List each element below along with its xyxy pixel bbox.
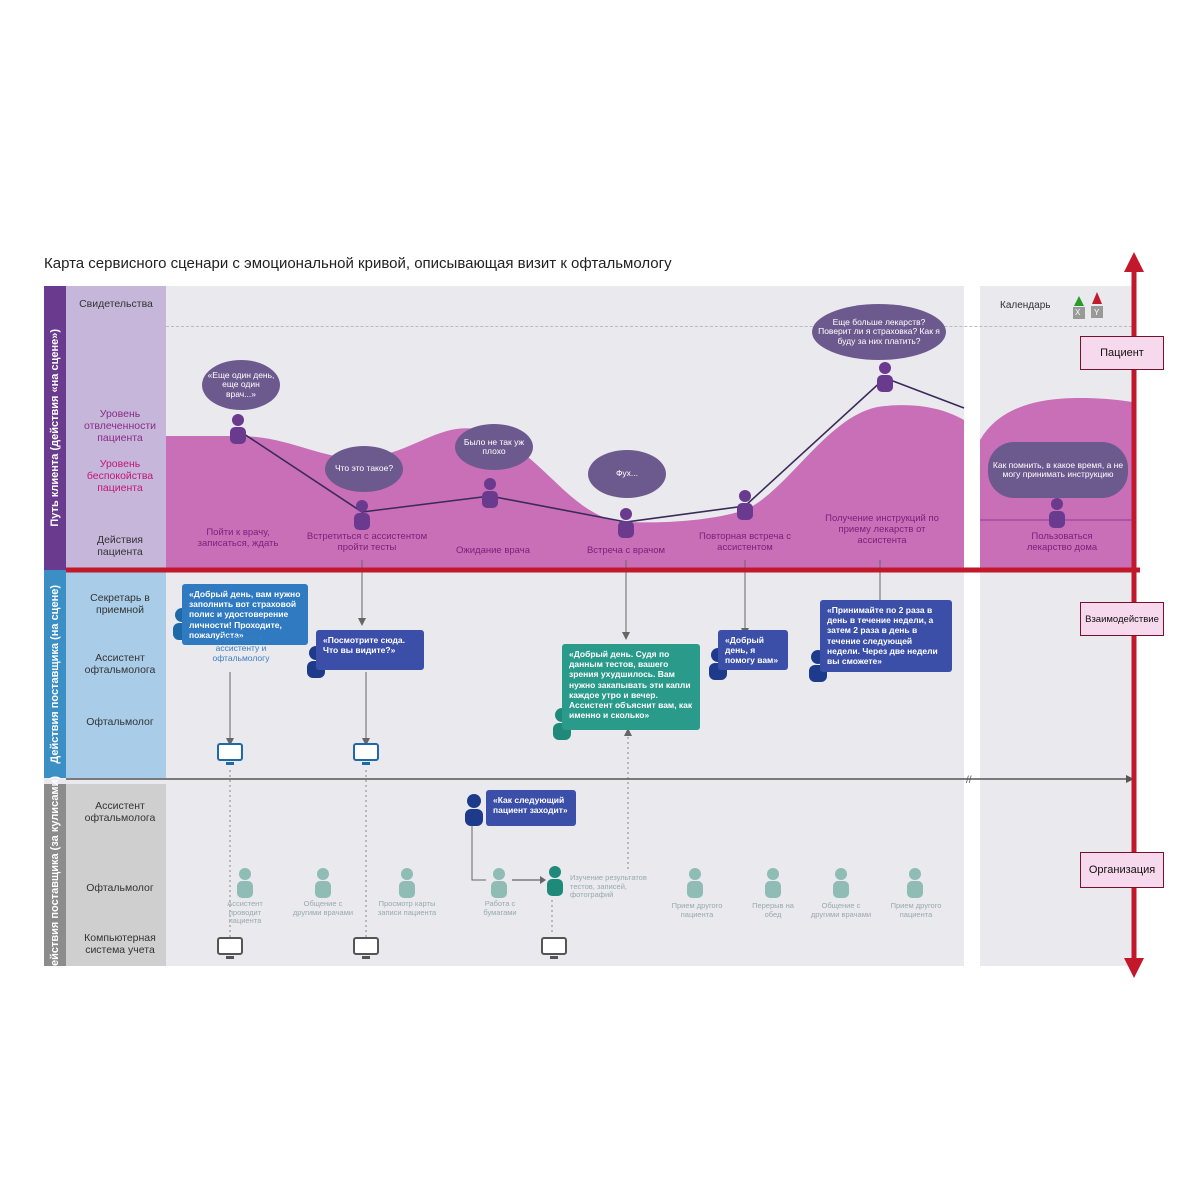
- assistant-back-speech-bubble: «Как следующий пациент заходит»: [486, 790, 576, 826]
- calendar-key-y: Y: [1094, 308, 1100, 317]
- patient-person-icon: [1048, 498, 1066, 528]
- backstage-note: Общение с другими врачами: [292, 899, 354, 917]
- thought-cloud: «Еще один день, еще один врач...»: [202, 360, 280, 410]
- calendar-x-icon: [1072, 294, 1086, 320]
- ophthalmologist-grey-icon: [314, 868, 332, 898]
- patient-step: Получение инструкций по приему лекарств …: [825, 513, 939, 546]
- assistant-back-person-icon: [464, 794, 484, 826]
- patient-person-icon: [229, 414, 247, 444]
- right-label-organization: Организация: [1080, 852, 1164, 888]
- thought-cloud: Что это такое?: [325, 446, 403, 492]
- patient-step: Ожидание врача: [456, 545, 530, 556]
- calendar-y-icon: [1090, 290, 1104, 320]
- thought-cloud: Было не так уж плохо: [455, 424, 533, 470]
- backstage-note: Ассистент проводит пациента: [227, 899, 263, 926]
- patient-person-icon: [617, 508, 635, 538]
- row-label-computer-system: Компьютерная система учета: [84, 932, 156, 957]
- secretary-speech-bubble: «Добрый день, вам нужно заполнить вот ст…: [182, 584, 308, 645]
- thought-cloud: Как помнить, в какое время, а не могу пр…: [988, 442, 1128, 498]
- computer-system-icon: [540, 936, 568, 962]
- backstage-note: Просмотр карты записи пациента: [377, 899, 437, 917]
- secretary-note: Проводит к ассистенту и офтальмологу: [212, 633, 270, 663]
- backstage-note: Перерыв на обед: [752, 901, 794, 919]
- row-label-patient-actions: Действия пациента: [96, 534, 143, 559]
- backstage-note: Общение с другими врачами: [810, 901, 872, 919]
- patient-person-icon: [481, 478, 499, 508]
- ophthalmologist-grey-icon: [764, 868, 782, 898]
- patient-step: Пойти к врачу, записаться, ждать: [197, 527, 279, 549]
- ophthalmologist-grey-icon: [398, 868, 416, 898]
- lane-patient-path: Путь клиента (действия «на сцене»): [44, 286, 66, 570]
- patient-step: Пользоваться лекарство дома: [1026, 531, 1098, 553]
- right-label-interaction: Взаимодействие: [1080, 602, 1164, 636]
- lane-back-rowlabels: [66, 784, 166, 966]
- backstage-note: Работа с бумагами: [483, 899, 517, 917]
- backstage-note: Изучение результатов тестов, записей, фо…: [570, 873, 647, 900]
- thought-cloud: Фух...: [588, 450, 666, 498]
- row-label-assistant-back: Ассистент офтальмолога: [84, 800, 156, 825]
- evidence-divider: [166, 326, 1132, 327]
- patient-person-icon: [876, 362, 894, 392]
- row-label-secretary: Секретарь в приемной: [90, 592, 150, 617]
- doctor-speech-bubble: «Добрый день. Судя по данным тестов, ваш…: [562, 644, 700, 730]
- row-label-evidence: Свидетельства: [79, 298, 153, 310]
- ophthalmologist-grey-icon: [236, 868, 254, 898]
- patient-person-icon: [736, 490, 754, 520]
- page-title: Карта сервисного сценари с эмоциональной…: [44, 255, 672, 272]
- ophthalmologist-active-icon: [546, 866, 564, 896]
- lane-front-rowlabels: [66, 570, 166, 778]
- ophthalmologist-grey-icon: [490, 868, 508, 898]
- lane-staff-front: Действия поставщика (на сцене): [44, 570, 66, 778]
- ophthalmologist-grey-icon: [906, 868, 924, 898]
- assistant-speech-bubble: «Посмотрите сюда. Что вы видите?»: [316, 630, 424, 670]
- monitor-icon: [216, 742, 244, 768]
- patient-person-icon: [353, 500, 371, 530]
- ophthalmologist-grey-icon: [686, 868, 704, 898]
- row-label-engagement: Уровень отвлеченности пациента: [83, 408, 157, 445]
- row-label-anxiety: Уровень беспокойства пациента: [86, 458, 154, 495]
- computer-system-icon: [352, 936, 380, 962]
- row-label-ophthalmologist-front: Офтальмолог: [86, 716, 154, 728]
- patient-step: Повторная встреча с ассистентом: [699, 531, 791, 553]
- backstage-note: Прием другого пациента: [890, 901, 942, 919]
- thought-cloud: Еще больше лекарств? Поверит ли я страхо…: [812, 304, 946, 360]
- right-label-patient: Пациент: [1080, 336, 1164, 370]
- calendar-key-x: X: [1075, 308, 1081, 317]
- assistant-speech-bubble: «Принимайте по 2 раза в день в течение н…: [820, 600, 952, 672]
- ophthalmologist-grey-icon: [832, 868, 850, 898]
- row-label-ophthalmologist-back: Офтальмолог: [86, 882, 154, 894]
- lane-staff-back: Действия поставщика (за кулисами): [44, 776, 66, 974]
- backstage-note: Прием другого пациента: [671, 901, 723, 919]
- svg-text://: //: [966, 775, 972, 786]
- monitor-icon: [352, 742, 380, 768]
- patient-step: Встретиться с ассистентом пройти тесты: [306, 531, 428, 553]
- assistant-speech-bubble: «Добрый день, я помогу вам»: [718, 630, 788, 670]
- patient-step: Встреча с врачом: [586, 545, 666, 556]
- lane-patient-rowlabels: [66, 286, 166, 570]
- row-label-assistant-front: Ассистент офтальмолога: [84, 652, 156, 677]
- computer-system-icon: [216, 936, 244, 962]
- calendar-label: Календарь: [1000, 300, 1051, 311]
